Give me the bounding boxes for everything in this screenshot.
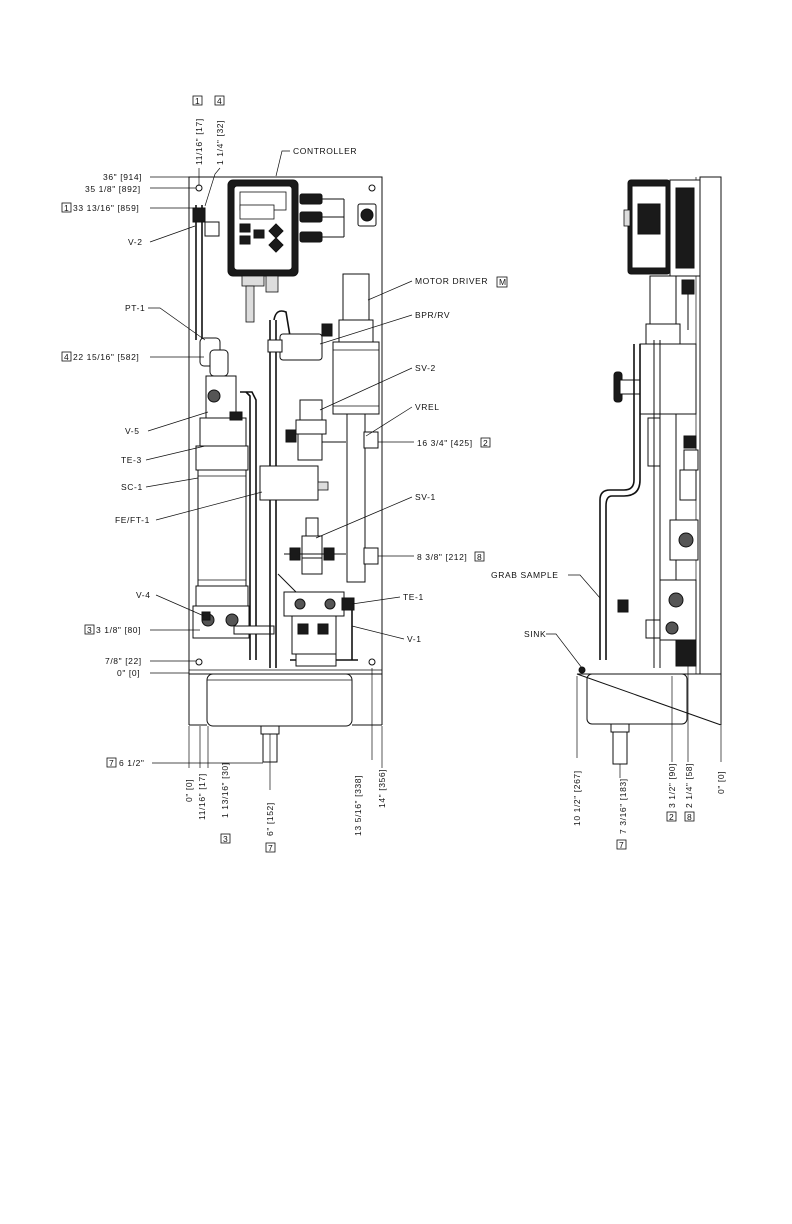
badge-dim-16: 2 [483,438,488,448]
label-sc1: SC-1 [121,482,143,492]
side-dim-214: 2 1/4" [58] [684,763,694,808]
grab-sample-tube [599,344,635,660]
badge-motor-driver: M [499,277,507,287]
dim-78: 7/8" [22] [105,656,142,666]
label-v4: V-4 [136,590,151,600]
side-controller [623,179,701,277]
dim-33: 33 13/16" [859] [73,203,139,213]
sc1-sample-cooler [195,445,249,607]
front-labels: CONTROLLER MOTOR DRIVER M BPR/RV SV-2 VR… [115,146,508,644]
label-te3: TE-3 [121,455,142,465]
badge-side-dim-312: 2 [669,812,674,822]
motor-driver [332,273,380,583]
front-left-dimensions: 36" [914] 35 1/8" [892] 1 33 13/16" [859… [61,172,204,678]
bpr-rv [279,333,323,361]
dim-16: 16 3/4" [425] [417,438,473,448]
dim-bottom-0: 0" [0] [184,779,194,802]
pt1-assembly [199,337,247,447]
side-labels: GRAB SAMPLE SINK [491,570,601,669]
dim-bottom-14: 14" [356] [377,769,387,808]
side-bottom-dimensions: 10 1/2" [267] 7 3/16" [183] 7 3 1/2" [90… [572,666,726,850]
side-dim-7316: 7 3/16" [183] [618,778,628,834]
dim-3: 3 1/8" [80] [96,625,141,635]
front-view [188,176,383,763]
side-dim-105: 10 1/2" [267] [572,770,582,826]
side-dim-312: 3 1/2" [90] [667,763,677,808]
label-vrel: VREL [415,402,440,412]
dim-36: 36" [914] [103,172,142,182]
label-controller: CONTROLLER [293,146,357,156]
sv1-valve [284,517,346,575]
label-fe-ft1: FE/FT-1 [115,515,150,525]
dim-bottom-135: 13 5/16" [338] [353,775,363,836]
label-bpr-rv: BPR/RV [415,310,450,320]
badge-dim-bottom-1316: 3 [223,834,228,844]
fe-ft1 [259,465,319,501]
controller [227,179,299,323]
dim-top-114: 1 1/4" [32] [215,120,225,165]
side-valve-handle [613,371,641,403]
dim-8: 8 3/8" [212] [417,552,467,562]
badge-top-4: 4 [217,96,222,106]
label-motor-driver: MOTOR DRIVER [415,276,488,286]
dim-65: 6 1/2" [119,758,145,768]
dim-0-left: 0" [0] [117,668,140,678]
badge-side-dim-7316: 7 [619,840,624,850]
dim-bottom-1316: 1 13/16" [30] [220,762,230,818]
dim-bottom-1116: 11/16" [17] [197,773,207,820]
cable-glands [299,193,377,243]
label-grab-sample: GRAB SAMPLE [491,570,559,580]
front-right-dimensions: 16 3/4" [425] 2 8 3/8" [212] 8 [378,437,491,562]
badge-dim-3: 3 [87,625,92,635]
badge-side-dim-214: 8 [687,812,692,822]
badge-dim-bottom-6: 7 [268,843,273,853]
badge-dim-65: 7 [109,758,114,768]
vrel-bracket [363,431,379,449]
mounting-hole [368,658,376,666]
label-sv1: SV-1 [415,492,436,502]
dim-35: 35 1/8" [892] [85,184,141,194]
side-view [576,176,722,765]
sv2-valve [285,399,346,461]
side-dim-0: 0" [0] [716,771,726,794]
label-v1: V-1 [407,634,422,644]
label-te1: TE-1 [403,592,424,602]
v2-valve [192,207,206,223]
badge-top-1: 1 [195,96,200,106]
badge-dim-33: 1 [64,203,69,213]
v4-valve [192,605,275,639]
badge-dim-22: 4 [64,352,69,362]
label-v5: V-5 [125,426,140,436]
label-v2: V-2 [128,237,143,247]
dim-bottom-6: 6" [152] [265,802,275,836]
mounting-hole [368,184,376,192]
v1-manifold [277,573,358,667]
label-sink: SINK [524,629,546,639]
front-top-dimensions: 1 11/16" [17] 4 1 1/4" [32] [192,95,225,207]
dim-top-1116: 11/16" [17] [194,118,204,165]
label-sv2: SV-2 [415,363,436,373]
side-sink-wedge [576,673,722,726]
mounting-hole [195,658,203,666]
side-panel [699,176,722,675]
label-pt1: PT-1 [125,303,145,313]
dim-22: 22 15/16" [582] [73,352,139,362]
drain-pipe [260,725,280,735]
badge-dim-8: 8 [477,552,482,562]
front-bottom-dimensions: 7 6 1/2" 0" [0] 11/16" [17] 1 13/16" [30… [106,668,387,853]
sink-basin [206,673,353,727]
